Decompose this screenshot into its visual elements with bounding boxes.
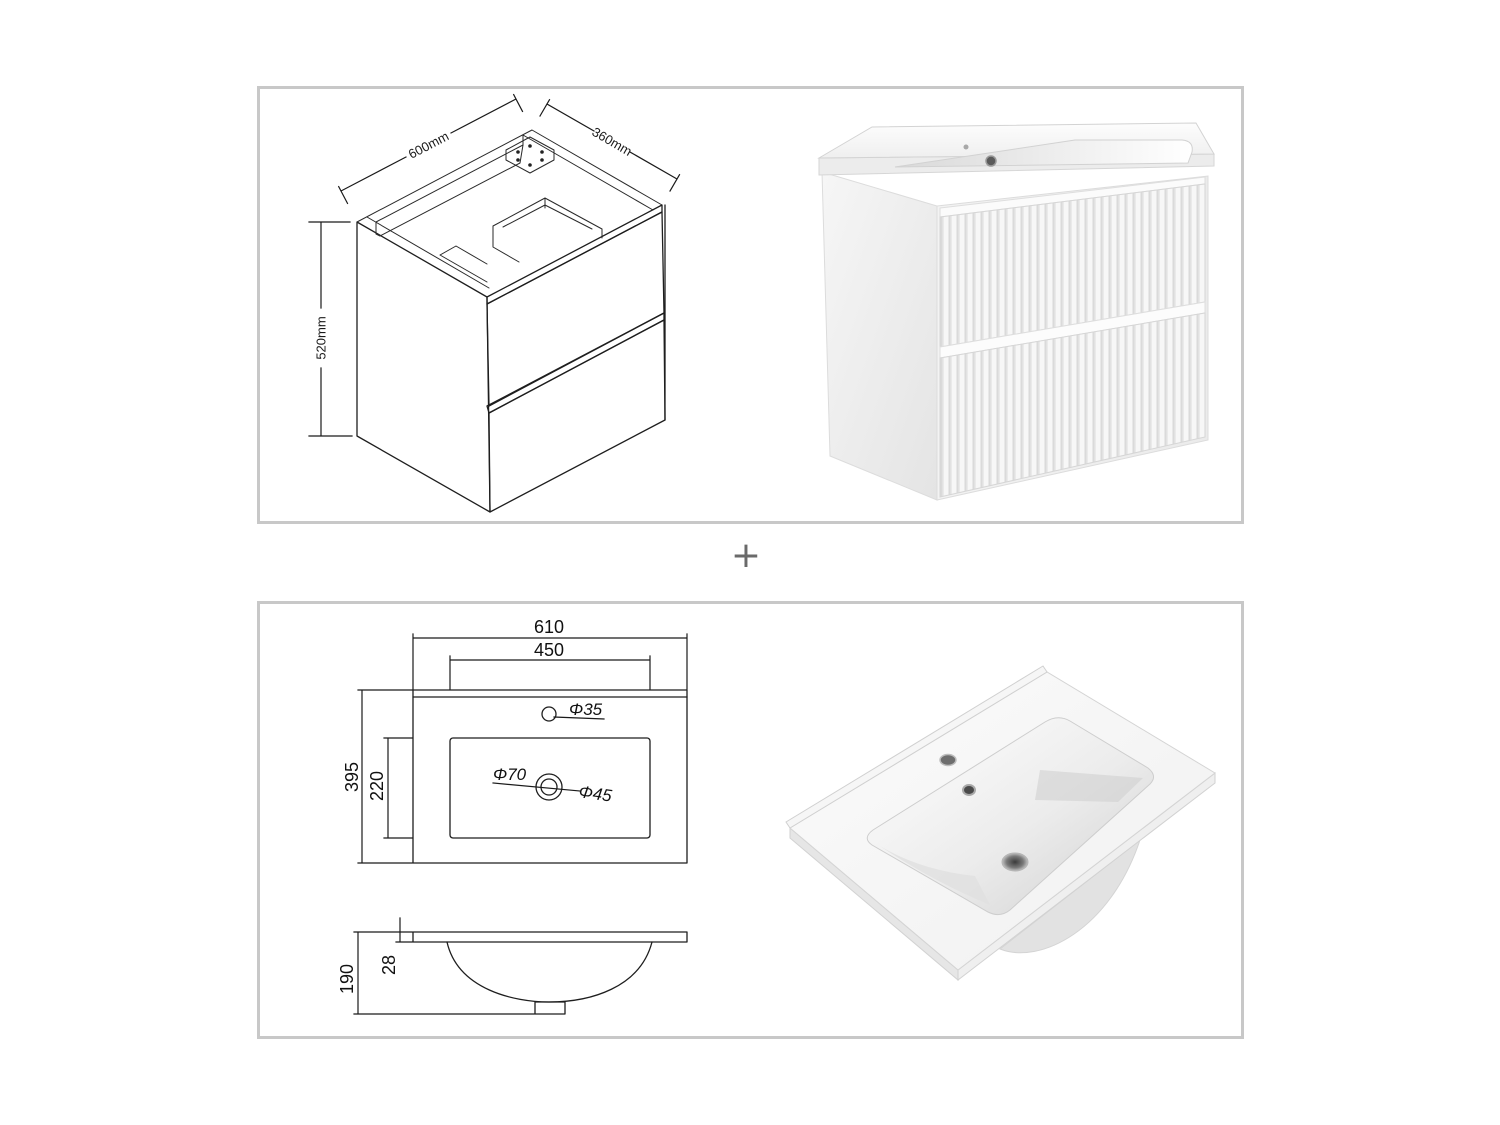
- width-dimension-label: 600mm: [406, 128, 451, 161]
- render-bowl-underside: [999, 838, 1141, 954]
- bowl-depth-label: 220: [367, 771, 387, 801]
- depth-dimension-line: [539, 98, 681, 192]
- overall-width-dimension: [412, 633, 688, 690]
- overall-height-label: 190: [337, 964, 357, 994]
- bowl-width-label: 450: [534, 640, 564, 660]
- cabinet-interior-lines: [439, 245, 488, 283]
- render-slab-back-lip: [785, 665, 1048, 829]
- top-drawer-front: [486, 211, 665, 407]
- cabinet-side-face: [821, 171, 938, 501]
- slab-thickness-dimension: [395, 917, 413, 943]
- render-bowl-left-wall: [880, 846, 990, 905]
- drain-stub: [534, 1001, 566, 1015]
- basin-top-view-drawing: Φ35 Φ70 Φ45 610 450 395 220: [342, 617, 688, 864]
- drain-leader: [492, 782, 581, 792]
- cabinet-side-panel: [356, 221, 491, 513]
- render-drain: [1001, 852, 1029, 872]
- cabinet-carcass-top-edges: [356, 129, 663, 289]
- basin-side-view-drawing: 190 28: [337, 917, 688, 1015]
- render-tap-hole: [939, 753, 957, 767]
- bracket-hole: [540, 150, 544, 154]
- cabinet-line-drawing: [356, 129, 666, 513]
- render-basin-bowl-opening: [894, 139, 1193, 168]
- bracket-hole: [528, 144, 532, 148]
- tap-hole: [541, 706, 557, 722]
- basin-outline: [412, 689, 688, 864]
- drain-inner-label: Φ45: [577, 782, 613, 806]
- bottom-drawer-front: [488, 319, 666, 513]
- overall-width-label: 610: [534, 617, 564, 637]
- tap-hole-leader: [553, 716, 605, 720]
- render-bottom-drawer-front: [939, 312, 1206, 498]
- height-dimension-line: [308, 221, 353, 437]
- render-bowl-inner-wall: [1035, 770, 1143, 802]
- slab-thickness-label: 28: [379, 955, 399, 975]
- tap-hole-label: Φ35: [569, 700, 603, 719]
- bracket-hole: [528, 163, 532, 167]
- bracket-hole: [516, 150, 520, 154]
- cabinet-with-basin-render: [817, 122, 1215, 501]
- cabinet-panel-frame: [257, 86, 1244, 524]
- bowl-outline: [449, 737, 651, 839]
- render-tap-hole: [963, 144, 969, 150]
- top-drawer-handle-lip: [486, 204, 663, 305]
- drawer-plumbing-cutout: [492, 197, 603, 263]
- width-dimension-line: [337, 93, 524, 205]
- wall-bracket-plate: [505, 136, 555, 174]
- drain-outer-label: Φ70: [493, 765, 527, 784]
- render-bowl-opening: [866, 717, 1154, 916]
- bracket-hole: [540, 158, 544, 162]
- render-overflow-hole: [985, 155, 997, 167]
- cabinet-dimensions: 600mm 360mm 520mm: [308, 93, 681, 437]
- wall-bracket: [505, 136, 555, 174]
- plus-sign: +: [731, 535, 761, 576]
- basin-render: [785, 665, 1216, 982]
- slab-profile: [412, 931, 688, 943]
- overall-height-dimension: [353, 931, 535, 1015]
- bottom-drawer-handle-lip: [486, 312, 665, 414]
- bowl-depth-dimension: [383, 737, 413, 839]
- overall-depth-dimension: [357, 689, 413, 864]
- overall-depth-label: 395: [342, 762, 362, 792]
- drain-inner-ring: [540, 778, 558, 796]
- basin-panel-frame: [257, 601, 1244, 1039]
- height-dimension-label: 520mm: [314, 316, 329, 359]
- bracket-hole: [516, 158, 520, 162]
- cabinet-back-rail: [375, 144, 524, 237]
- bowl-profile: [446, 941, 653, 1003]
- render-overflow-hole: [962, 784, 976, 796]
- depth-dimension-label: 360mm: [589, 124, 634, 159]
- bowl-width-dimension: [449, 655, 651, 690]
